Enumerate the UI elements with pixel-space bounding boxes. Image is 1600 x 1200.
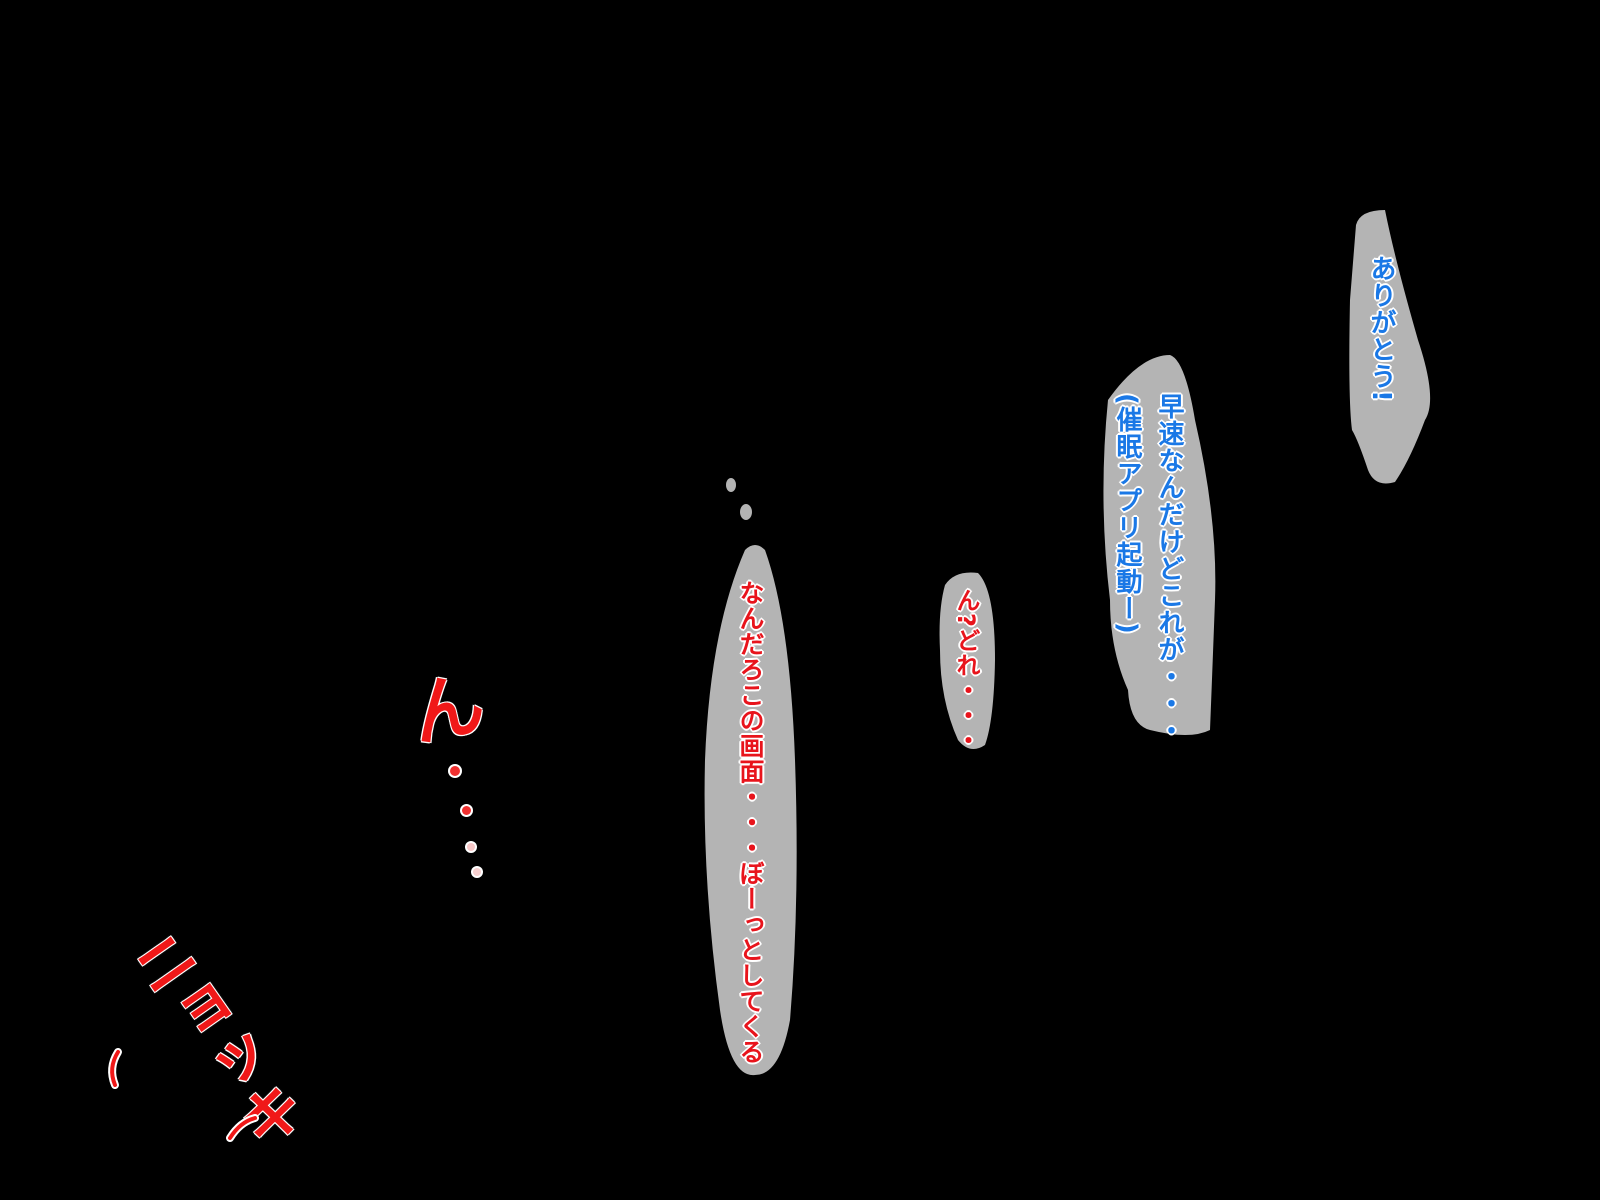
speech-text-app-line2: (催眠アプリ起動ー): [1112, 393, 1142, 635]
bubble-tail-dot: [740, 504, 752, 520]
sfx-dot: [462, 806, 471, 815]
bubble-shape-which: [939, 572, 995, 749]
speech-text-thanks: ありがとう!: [1366, 255, 1396, 403]
sfx-dot: [467, 843, 475, 851]
sfx-dot: [450, 766, 460, 776]
bubble-tail-dot: [726, 478, 736, 492]
speech-text-screen: なんだろこの画面・・・ぼーっとしてくる: [736, 580, 765, 1065]
speech-text-app-line1: 早速なんだけどこれが・・・: [1154, 393, 1184, 744]
bubble-shape-screen: [704, 545, 797, 1076]
sfx-dot: [473, 868, 481, 876]
bubble-shape-app: [1103, 355, 1216, 735]
speech-text-which: ん?どれ・・・: [952, 588, 980, 753]
bubble-shape-thanks: [1349, 210, 1431, 484]
